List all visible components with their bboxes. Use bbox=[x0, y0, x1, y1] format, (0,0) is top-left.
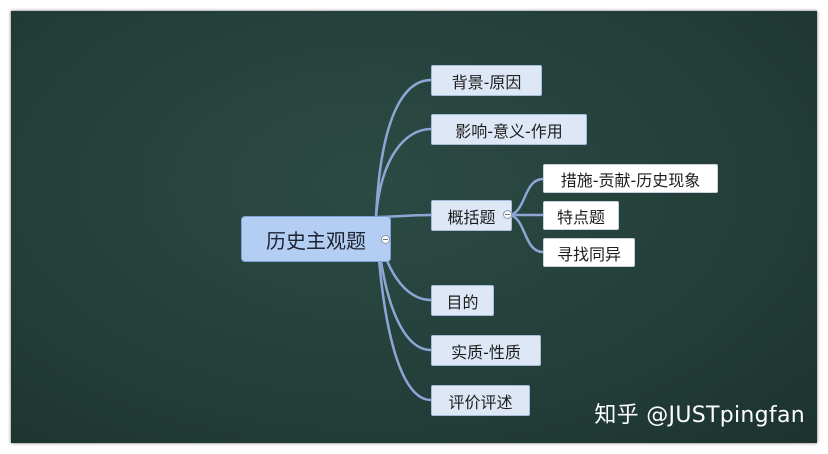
connector-lines bbox=[374, 78, 545, 402]
connector-background bbox=[374, 78, 433, 219]
leaf-feature-question[interactable]: 特点题 bbox=[543, 201, 619, 230]
branch-evaluation[interactable]: 评价评述 bbox=[431, 385, 530, 416]
summary-collapse-toggle[interactable] bbox=[503, 210, 512, 219]
connector-influence bbox=[374, 127, 433, 219]
branch-purpose[interactable]: 目的 bbox=[431, 285, 494, 316]
leaf-find-similarities-differences[interactable]: 寻找同异 bbox=[543, 238, 635, 267]
branch-background-cause[interactable]: 背景-原因 bbox=[431, 65, 542, 96]
root-topic[interactable]: 历史主观题 bbox=[241, 216, 391, 262]
connector-measures bbox=[506, 177, 545, 217]
connector-similarity bbox=[506, 213, 545, 254]
leaf-measures-contributions[interactable]: 措施-贡献-历史现象 bbox=[543, 164, 718, 193]
branch-essence-nature[interactable]: 实质-性质 bbox=[431, 335, 541, 366]
mindmap-canvas: 历史主观题 背景-原因 影响-意义-作用 概括题 措施-贡献-历史现象 特点题 … bbox=[11, 11, 817, 443]
root-collapse-toggle[interactable] bbox=[381, 235, 390, 244]
connector-evaluation bbox=[374, 215, 433, 402]
watermark-text: 知乎 @JUSTpingfan bbox=[594, 403, 805, 428]
branch-summary-question[interactable]: 概括题 bbox=[431, 200, 512, 231]
branch-influence-significance[interactable]: 影响-意义-作用 bbox=[431, 114, 587, 145]
